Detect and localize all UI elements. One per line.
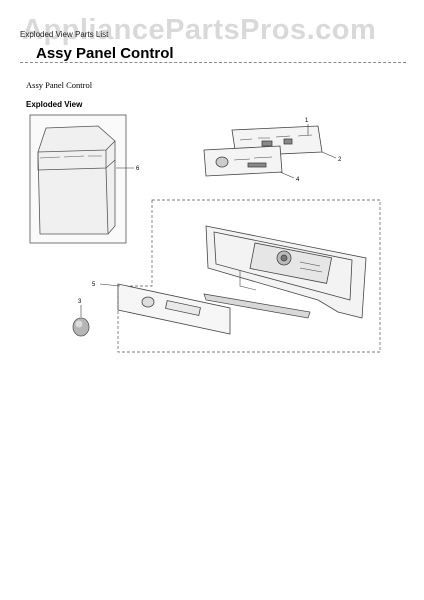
part-6-cabinet [29,114,127,244]
callout-2: 2 [338,157,342,163]
breadcrumb[interactable]: Exploded View Parts List [20,30,109,39]
section-label: Assy Panel Control [26,80,93,90]
part-4-sub-pcb [203,145,283,177]
callout-4: 4 [296,177,300,183]
part-3-knob [72,317,90,337]
page-title: Assy Panel Control [36,45,174,62]
panel-cover [117,283,231,335]
part-5-control-panel [205,225,367,319]
part-5-trim-strip [203,293,311,319]
callout-6: 6 [136,166,140,172]
part-5-group-outline [117,199,381,353]
leader-lines [80,124,337,317]
title-divider [20,62,406,63]
callout-5: 5 [92,282,96,288]
callout-3: 3 [78,299,82,305]
view-label: Exploded View [26,100,83,109]
callout-1: 1 [305,118,309,124]
watermark-logo: AppliancePartsPros.com [22,14,377,46]
